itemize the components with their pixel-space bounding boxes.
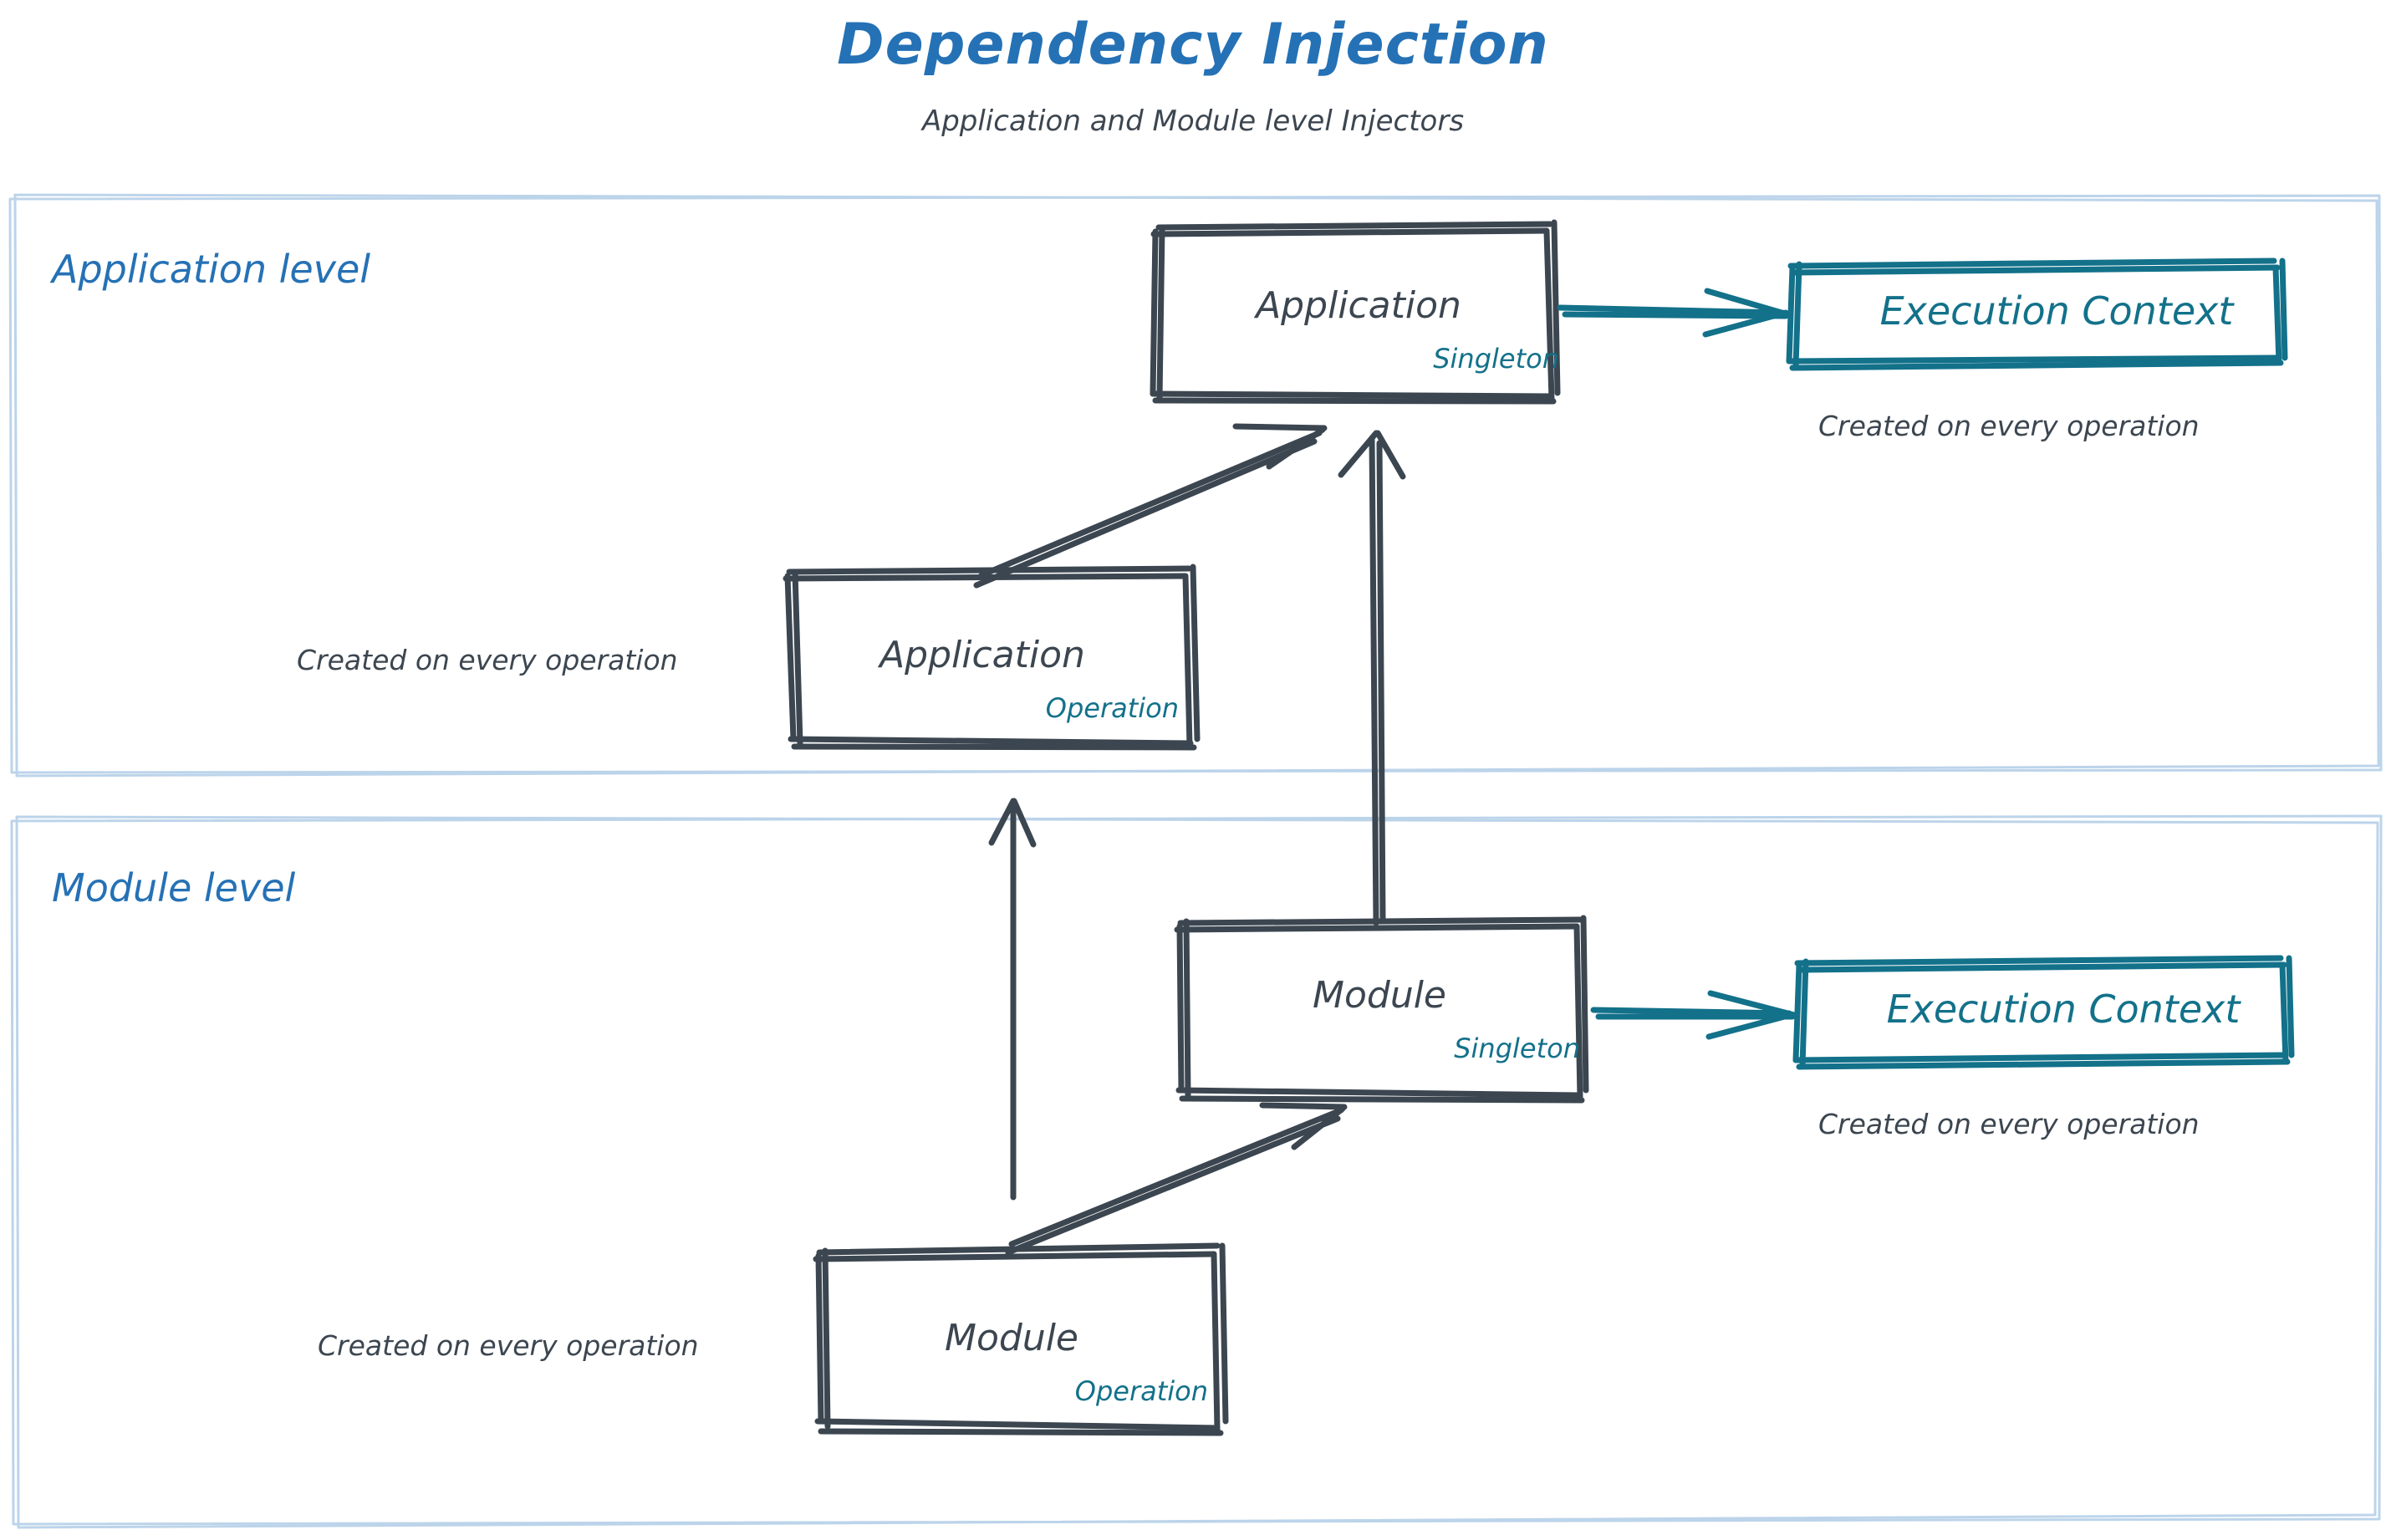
application-operation-scope: Operation	[1045, 692, 1179, 724]
arrow-mod-singleton-to-app-singleton	[1338, 430, 1406, 926]
application-operation-label: Application	[879, 634, 1085, 676]
arrow-mod-singleton-to-context	[1590, 990, 1797, 1040]
module-singleton-label: Module	[1313, 974, 1446, 1017]
note-application-operation: Created on every operation	[297, 644, 678, 676]
module-singleton-scope: Singleton	[1454, 1033, 1580, 1064]
module-operation-scope: Operation	[1074, 1375, 1208, 1407]
note-execution-context-application: Created on every operation	[1818, 410, 2200, 442]
arrow-mod-operation-to-mod-singleton	[1005, 1102, 1348, 1256]
arrow-app-operation-to-app-singleton	[973, 423, 1328, 589]
note-module-operation: Created on every operation	[318, 1329, 699, 1362]
execution-context-application-label: Execution Context	[1879, 288, 2234, 334]
note-execution-context-module: Created on every operation	[1818, 1108, 2200, 1140]
application-singleton-label: Application	[1256, 284, 1461, 327]
page-subtitle: Application and Module level Injectors	[921, 105, 1465, 138]
section-heading-application-level: Application level	[52, 247, 371, 292]
module-level-container	[10, 814, 2383, 1529]
arrow-app-singleton-to-context	[1557, 288, 1791, 338]
arrow-mod-operation-to-app-operation	[988, 798, 1037, 1201]
application-singleton-scope: Singleton	[1433, 343, 1559, 375]
page-title: Dependency Injection	[837, 12, 1549, 78]
execution-context-module-label: Execution Context	[1886, 987, 2241, 1032]
module-operation-label: Module	[945, 1317, 1078, 1359]
section-heading-module-level: Module level	[52, 865, 296, 910]
